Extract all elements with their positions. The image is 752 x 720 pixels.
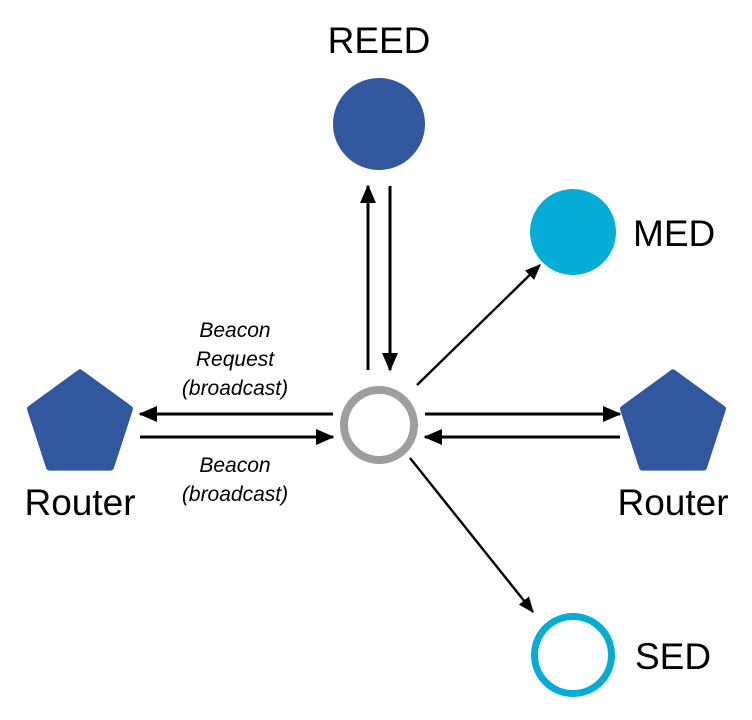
node-shape-router-right[interactable] <box>620 369 726 471</box>
node-center[interactable] <box>340 386 418 464</box>
node-label-sed: SED <box>635 636 711 677</box>
node-router-right[interactable]: Router <box>617 369 729 523</box>
node-router-left[interactable]: Router <box>24 369 136 523</box>
node-med[interactable]: MED <box>530 189 715 275</box>
node-label-reed: REED <box>328 20 431 61</box>
node-label-med: MED <box>633 213 715 254</box>
edge-center-to-med <box>416 264 541 386</box>
node-shape-center[interactable] <box>340 386 418 464</box>
edge-center-to-sed <box>409 457 534 613</box>
node-shape-sed[interactable] <box>531 613 615 697</box>
node-shape-router-left[interactable] <box>27 369 133 471</box>
node-label-router-right: Router <box>617 482 728 523</box>
node-reed[interactable]: REED <box>328 20 431 170</box>
beacon-label: Beacon(broadcast) <box>182 454 288 506</box>
node-sed[interactable]: SED <box>531 613 712 697</box>
node-shape-med[interactable] <box>530 189 616 275</box>
node-label-router-left: Router <box>24 482 135 523</box>
edges-layer <box>138 184 622 613</box>
node-shape-reed[interactable] <box>333 78 425 170</box>
